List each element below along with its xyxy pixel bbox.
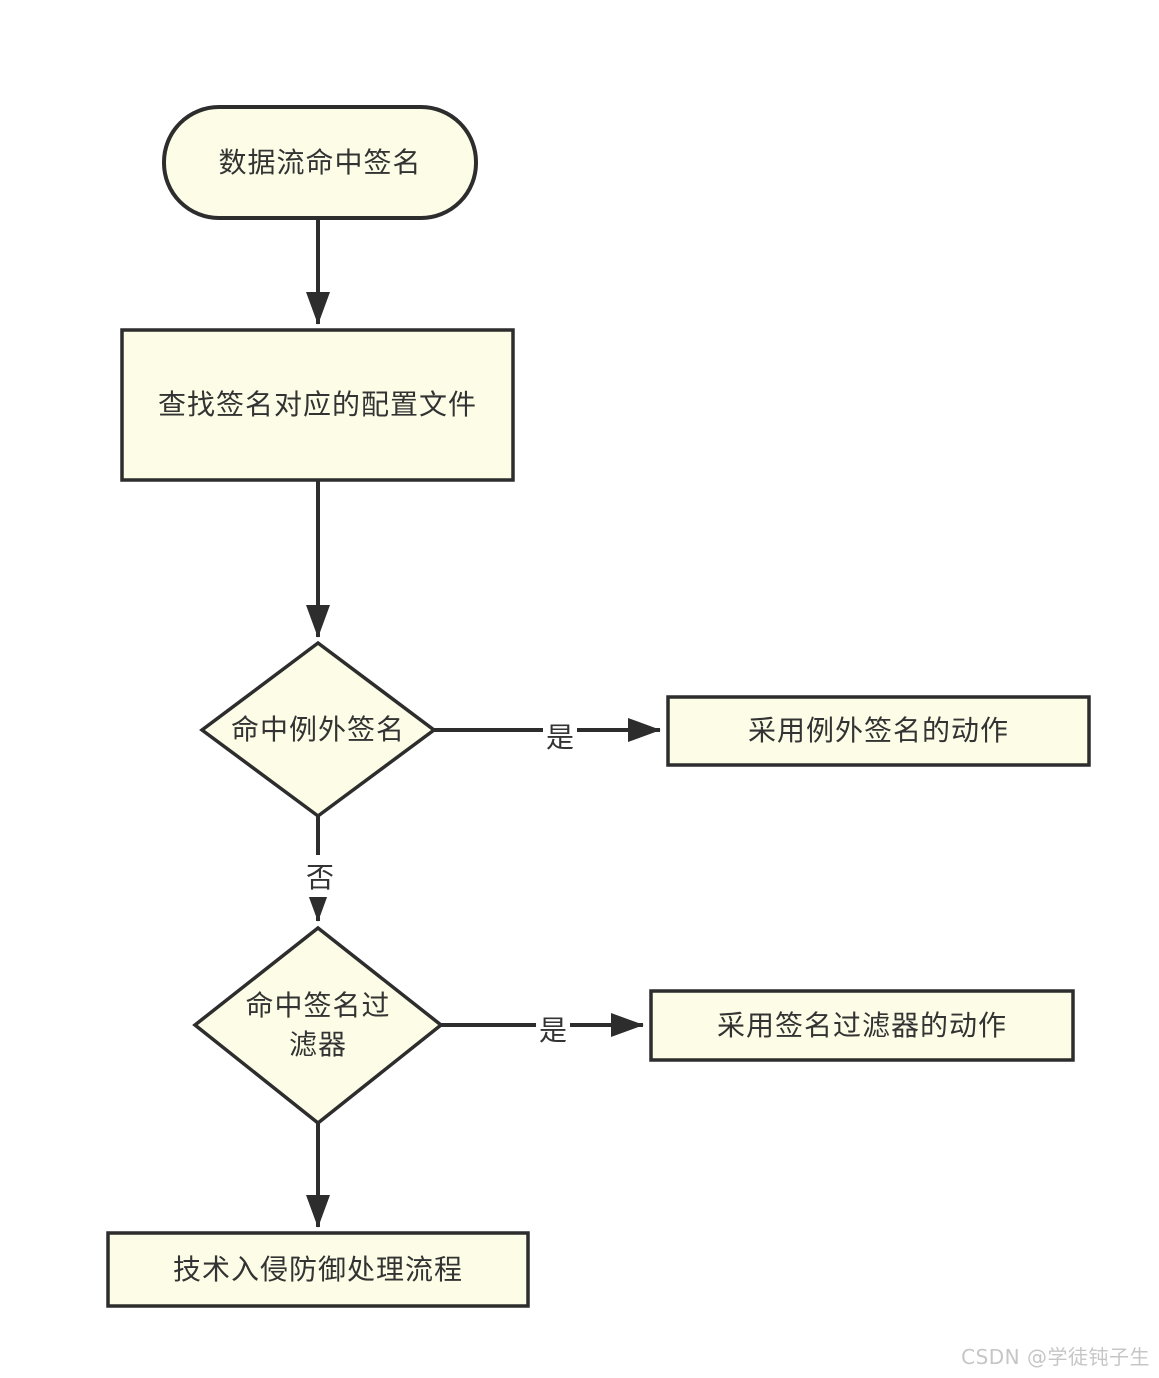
node-start-terminator xyxy=(162,105,478,220)
node-ips-process-label: 技术入侵防御处理流程 xyxy=(172,1252,463,1286)
node-exception-action-rect xyxy=(666,695,1091,767)
node-hit-filter-diamond xyxy=(192,925,444,1126)
node-filter-action-label: 采用签名过滤器的动作 xyxy=(716,1008,1007,1042)
node-exception-action-label: 采用例外签名的动作 xyxy=(747,714,1009,748)
edge-label-exception-yes: 是 xyxy=(542,715,578,757)
node-find-config-label: 查找签名对应的配置文件 xyxy=(157,388,477,422)
node-ips-process-rect xyxy=(106,1231,530,1308)
node-filter-action-rect xyxy=(649,989,1075,1062)
edge-label-exception-no: 否 xyxy=(302,855,338,897)
node-hit-exception-label: 命中例外签名 xyxy=(230,713,405,747)
node-find-config-rect xyxy=(120,328,515,482)
csdn-watermark: CSDN @学徒钝子生 xyxy=(961,1345,1150,1369)
node-hit-exception-diamond xyxy=(199,640,437,819)
node-start-label: 数据流命中签名 xyxy=(218,145,422,179)
node-hit-filter-label: 命中签名过滤器 xyxy=(245,988,391,1061)
edge-label-filter-yes: 是 xyxy=(535,1008,571,1050)
